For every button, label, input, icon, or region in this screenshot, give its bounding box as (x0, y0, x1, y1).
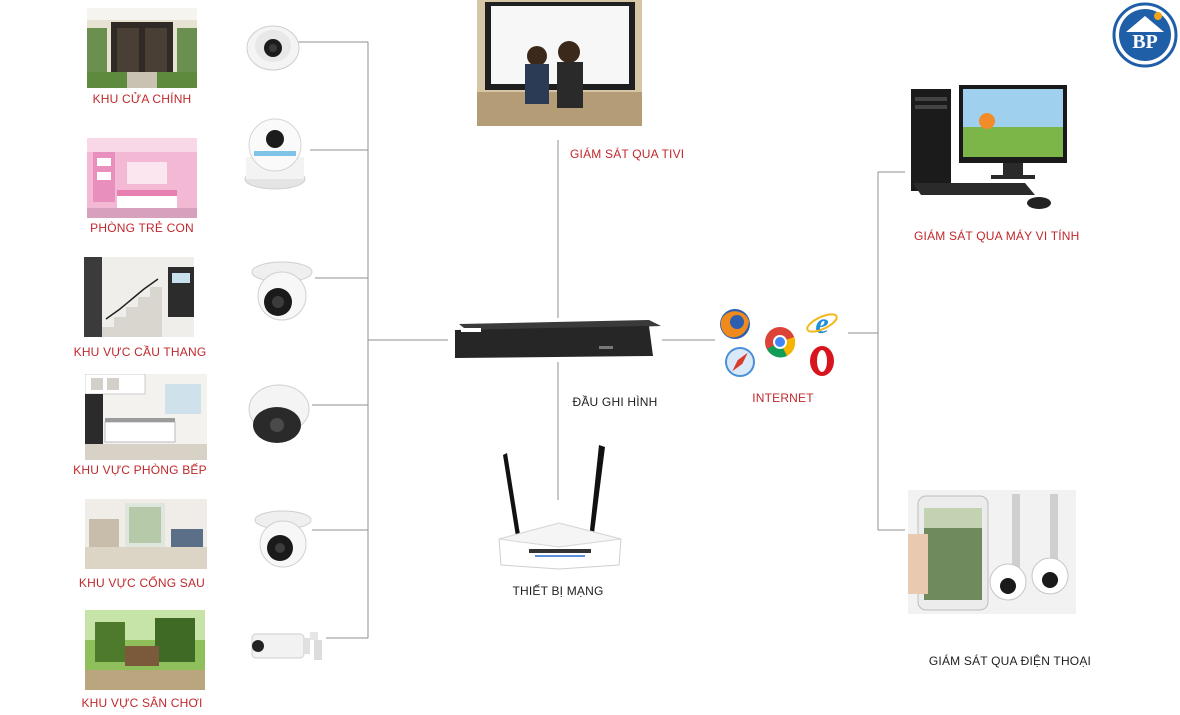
ie-icon: e (805, 306, 839, 345)
svg-text:BP: BP (1132, 31, 1158, 53)
dvr-label: ĐẦU GHI HÌNH (572, 395, 658, 409)
safari-icon (724, 346, 756, 383)
kitchen-room-image (85, 374, 207, 460)
chrome-icon (763, 325, 797, 364)
turret-camera-icon (250, 258, 314, 329)
router-label: THIẾT BỊ MẠNG (512, 584, 604, 598)
staircase-room-image (84, 257, 194, 337)
router-icon (495, 443, 625, 578)
room-label: KHU VỰC SÂN CHƠI (81, 696, 203, 710)
playground-room-image (85, 610, 205, 690)
room-label: KHU VỰC CẦU THANG (73, 345, 207, 359)
svg-text:e: e (815, 307, 828, 340)
brand-logo: BP (1112, 2, 1178, 68)
tv-monitoring-image (477, 0, 642, 126)
phone-label: GIÁM SÁT QUA ĐIỆN THOẠI (928, 654, 1092, 668)
phone-monitoring-image (908, 490, 1076, 619)
bullet-camera-icon (248, 626, 330, 677)
turret-camera-icon (252, 508, 314, 575)
room-label: KHU CỬA CHÍNH (92, 92, 192, 106)
opera-icon (807, 344, 837, 383)
pan-tilt-camera-icon (240, 115, 310, 196)
dome-camera-icon (245, 383, 313, 452)
dome-camera-icon (245, 18, 301, 79)
kids-room-image (87, 138, 197, 218)
pc-monitoring-image (907, 83, 1069, 218)
room-label: KHU VỰC CỔNG SAU (78, 576, 206, 590)
room-label: KHU VỰC PHÒNG BẾP (73, 463, 207, 477)
room-label: PHÒNG TRẺ CON (90, 221, 194, 235)
firefox-icon (718, 307, 752, 346)
pc-label: GIÁM SÁT QUA MÁY VI TÍNH (914, 229, 1080, 243)
main-door-room-image (87, 8, 197, 88)
dvr-recorder-icon (449, 318, 661, 365)
back-gate-room-image (85, 489, 207, 569)
tv-label: GIÁM SÁT QUA TIVI (570, 147, 685, 161)
internet-label: INTERNET (752, 391, 814, 405)
